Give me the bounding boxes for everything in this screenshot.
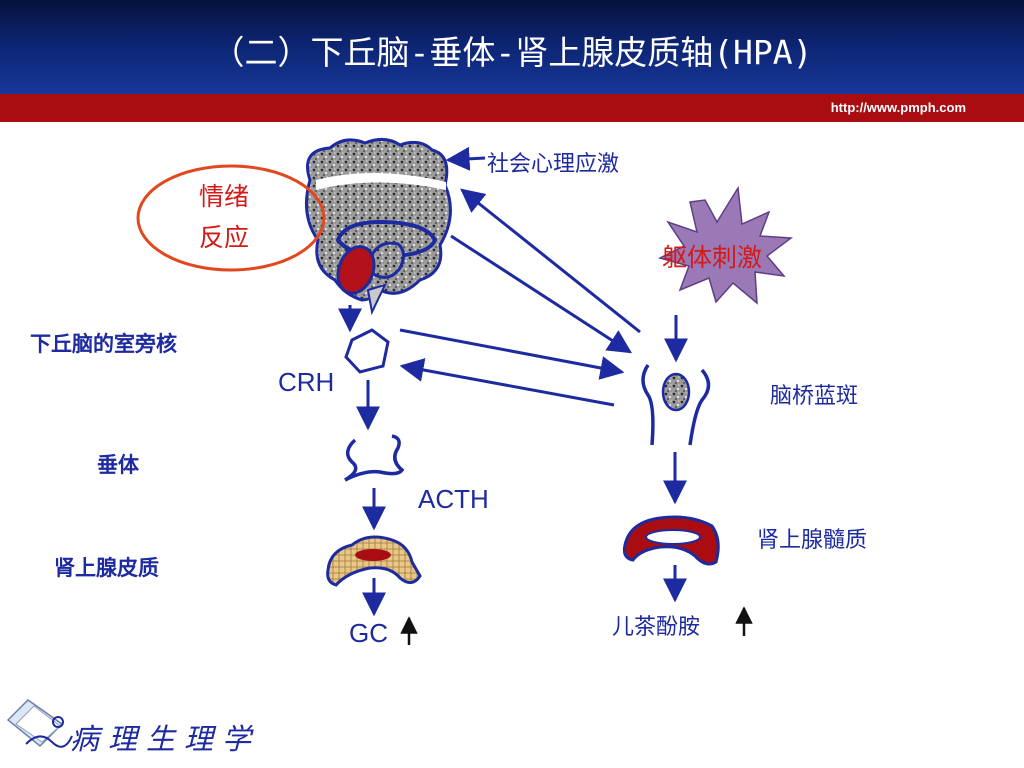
crh-label: CRH: [278, 367, 335, 397]
header-bar: （二）下丘脑-垂体-肾上腺皮质轴(HPA): [0, 0, 1024, 94]
textbook-title: 病理生理学: [70, 722, 261, 756]
pvn-label: 下丘脑的室旁核: [30, 332, 177, 356]
catecholamine-label: 儿茶酚胺: [612, 615, 701, 640]
emotion-label-line2: 反应: [199, 223, 250, 252]
page-title: （二）下丘脑-垂体-肾上腺皮质轴(HPA): [211, 33, 813, 72]
locus-coeruleus-icon: [641, 364, 711, 446]
adrenal-medulla-label: 肾上腺髓质: [757, 528, 868, 553]
publisher-url[interactable]: http://www.pmph.com: [830, 100, 966, 115]
emotion-circle: [136, 164, 326, 272]
physical-stimulus-starburst: [657, 185, 794, 305]
locus-coeruleus-label: 脑桥蓝斑: [770, 384, 859, 409]
acth-label: ACTH: [418, 484, 489, 514]
adrenal-cortex-icon: [326, 535, 422, 587]
textbook-logo-icon: [6, 699, 73, 748]
pathway-arrows: [338, 146, 753, 645]
pvn-cell-icon: [344, 328, 390, 374]
gc-label: GC: [349, 618, 388, 648]
header-red-bar: [0, 94, 1024, 122]
adrenal-cortex-label: 肾上腺皮质: [54, 556, 159, 580]
emotion-label-line1: 情绪: [199, 182, 250, 211]
physical-stimulus-label: 躯体刺激: [662, 243, 763, 272]
psycho-social-stress-label: 社会心理应激: [487, 152, 620, 177]
pituitary-icon: [344, 434, 405, 482]
adrenal-medulla-icon: [622, 515, 720, 566]
brain-illustration: [304, 138, 452, 316]
pituitary-label: 垂体: [97, 453, 139, 477]
